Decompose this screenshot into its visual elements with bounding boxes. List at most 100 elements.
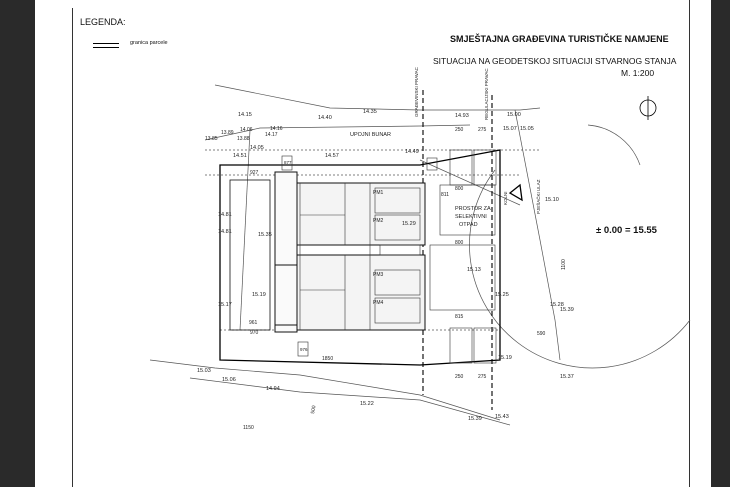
dimension-label: 250: [455, 127, 464, 133]
road-edge-line: [214, 84, 541, 111]
elevation-label: 15.00: [507, 112, 521, 118]
terrace-left: [229, 179, 271, 331]
elevation-label: 14.40: [318, 115, 332, 121]
elevation-label: 13.85: [205, 136, 218, 142]
label-prostor-2: SELEKTIVNI: [455, 214, 487, 220]
elevation-label: 15.19: [498, 355, 512, 361]
label-pm2: PM2: [373, 218, 384, 224]
entry-triangle: [508, 183, 523, 202]
label-kolni-ulaz: KOLNI: [503, 191, 508, 205]
elevation-label: 14.94: [266, 386, 280, 392]
access-arc: [469, 169, 691, 369]
dimension-label: 800: [455, 186, 464, 192]
dimension-label: 275: [478, 374, 487, 380]
dimension-label: 250: [455, 374, 464, 380]
elevation-note: ± 0.00 = 15.55: [596, 225, 657, 236]
road-edge-line: [514, 109, 561, 361]
label-pm4: PM4: [373, 300, 384, 306]
label-pm3: PM3: [373, 272, 384, 278]
elevation-label: 15.39: [468, 416, 482, 422]
frame-left-border: [72, 8, 73, 487]
elevation-label: 14.81: [218, 229, 232, 235]
stair-block: [379, 244, 421, 256]
access-arc: [587, 124, 641, 166]
room-code: 877: [284, 160, 292, 165]
elevation-label: 15.39: [560, 307, 574, 313]
label-upojni-bunar: UPOJNI BUNAR: [350, 132, 391, 138]
elevation-label: 14.57: [325, 153, 339, 159]
dimension-label: 1150: [243, 425, 254, 431]
elevation-label: 14.49: [405, 149, 419, 155]
parking-space: [374, 269, 421, 296]
label-pjesacki-ulaz: PJEŠAČKI ULAZ: [535, 179, 541, 214]
frame-right-border: [689, 0, 690, 487]
label-prostor-1: PROSTOR ZA: [455, 206, 491, 212]
room-code: 815: [455, 314, 464, 320]
elevation-label: 15.07: [503, 126, 517, 132]
room-code: 811: [441, 192, 449, 198]
drawing-scale: M. 1:200: [621, 68, 655, 78]
elevation-label: 15.13: [467, 267, 481, 273]
elevation-label: 15.22: [360, 401, 374, 407]
elevation-label: 14.16: [270, 126, 283, 132]
drawing-subtitle: SITUACIJA NA GEODETSKOJ SITUACIJI STVARN…: [433, 56, 677, 66]
label-regulacijski-pravac: REGULACIJSKI PRAVAC: [484, 68, 489, 120]
small-structure: [297, 341, 309, 357]
elevation-label: 14.17: [265, 132, 278, 138]
outer-parking-space: [449, 327, 473, 364]
elevation-label: 14.51: [233, 153, 247, 159]
dimension-label: 590: [537, 331, 546, 337]
outer-parking-space: [473, 327, 497, 364]
elevation-label: 15.25: [495, 292, 509, 298]
room-code: 970: [250, 330, 259, 336]
elevation-label: 15.10: [545, 197, 559, 203]
elevation-label: 15.06: [222, 377, 236, 383]
elevation-label: 15.37: [560, 374, 574, 380]
outer-parking-space: [473, 149, 497, 186]
elevation-label: 15.19: [252, 292, 266, 298]
legend-parcel-label: granica parcele: [130, 40, 168, 46]
dimension-label: 1100: [561, 259, 567, 270]
small-structure: [281, 155, 293, 171]
label-pm1: PM1: [373, 190, 384, 196]
elevation-label: 14.05: [250, 145, 264, 151]
parking-space: [374, 297, 421, 324]
parcel-boundary: [219, 149, 501, 366]
dimension-label: 500: [310, 405, 317, 414]
elevation-label: 13.89: [221, 130, 234, 136]
legend-parcel-line-symbol: [93, 43, 119, 48]
building-annex-left-lower: [274, 264, 298, 326]
elevation-label: 14.15: [238, 112, 252, 118]
label-prostor-3: OTPAD: [459, 222, 478, 228]
label-gradevinski-pravac: GRAĐEVINSKI PRAVAC: [414, 66, 419, 117]
room-code: 927: [250, 170, 259, 176]
lower-yard: [429, 244, 496, 311]
dimension-label: 961: [249, 320, 258, 326]
diagonal-line: [419, 159, 521, 206]
dimension-label: 275: [478, 127, 487, 133]
waste-enclosure: [439, 184, 496, 236]
drawing-title: SMJEŠTAJNA GRAĐEVINA TURISTIČKE NAMJENE: [450, 34, 669, 44]
room-code: 976: [300, 347, 308, 352]
elevation-label: 15.43: [495, 414, 509, 420]
parking-space: [374, 187, 421, 214]
road-edge-line: [204, 124, 471, 141]
elevation-label: 14.93: [455, 113, 469, 119]
elevation-label: 14.35: [363, 109, 377, 115]
dimension-label: 1850: [322, 356, 333, 362]
elevation-label: 15.35: [258, 232, 272, 238]
dimension-label: 800: [455, 240, 464, 246]
elevation-label: 15.03: [197, 368, 211, 374]
elevation-label: 14.06: [240, 127, 253, 133]
elevation-label: 15.05: [520, 126, 534, 132]
legend-title: LEGENDA:: [80, 17, 126, 27]
well-box: [426, 157, 438, 171]
elevation-label: 14.81: [218, 212, 232, 218]
road-edge-line: [149, 359, 501, 421]
road-edge-line: [189, 377, 511, 426]
elevation-label: 15.29: [402, 221, 416, 227]
diagonal-line: [239, 129, 251, 331]
elevation-label: 13.88: [237, 136, 250, 142]
elevation-label: 15.28: [550, 302, 564, 308]
